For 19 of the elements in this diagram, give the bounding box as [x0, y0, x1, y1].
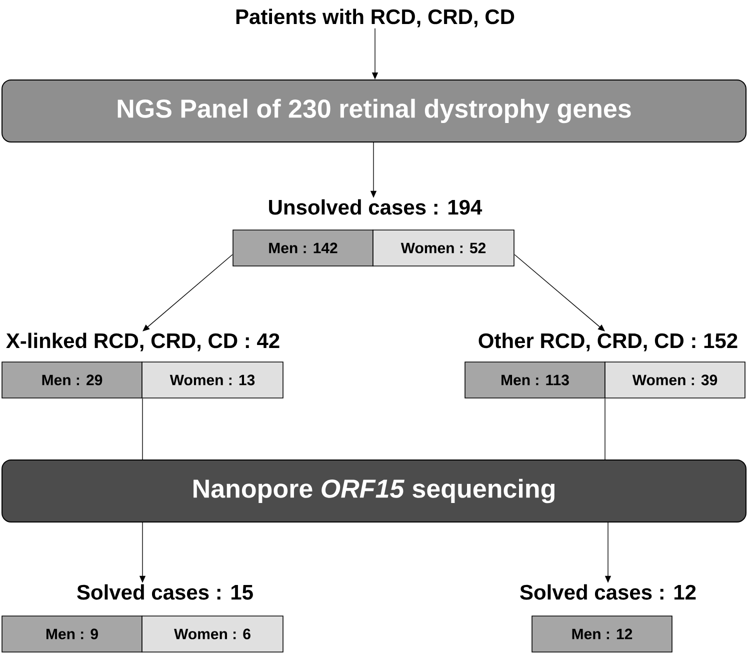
- count-cell: Men : 9: [2, 616, 142, 652]
- arrow: [142, 254, 233, 332]
- count-cell: Women : 6: [142, 616, 284, 652]
- group-heading: X-linked RCD, CRD, CD : 42: [6, 332, 280, 352]
- count-cell: Women : 39: [604, 362, 746, 398]
- group-heading: Other RCD, CRD, CD : 152: [478, 332, 738, 352]
- count-cell: Men : 12: [532, 616, 672, 652]
- group-heading: Solved cases : 12: [520, 584, 696, 600]
- arrow: [514, 254, 605, 332]
- label-text: Patients with RCD, CRD, CD: [236, 8, 514, 28]
- group-heading: Unsolved cases : 194: [269, 199, 482, 215]
- count-cell: Men : 113: [464, 362, 606, 398]
- count-cell: Men : 142: [232, 230, 374, 266]
- count-cell: Women : 52: [372, 230, 514, 266]
- group-heading: Solved cases : 15: [77, 584, 253, 600]
- process-band: NGS Panel of 230 retinal dystrophy genes: [2, 80, 746, 142]
- count-cell: Women : 13: [142, 362, 284, 398]
- process-band: Nanopore ORF15 sequencing: [2, 460, 746, 522]
- count-cell: Men : 29: [2, 362, 142, 398]
